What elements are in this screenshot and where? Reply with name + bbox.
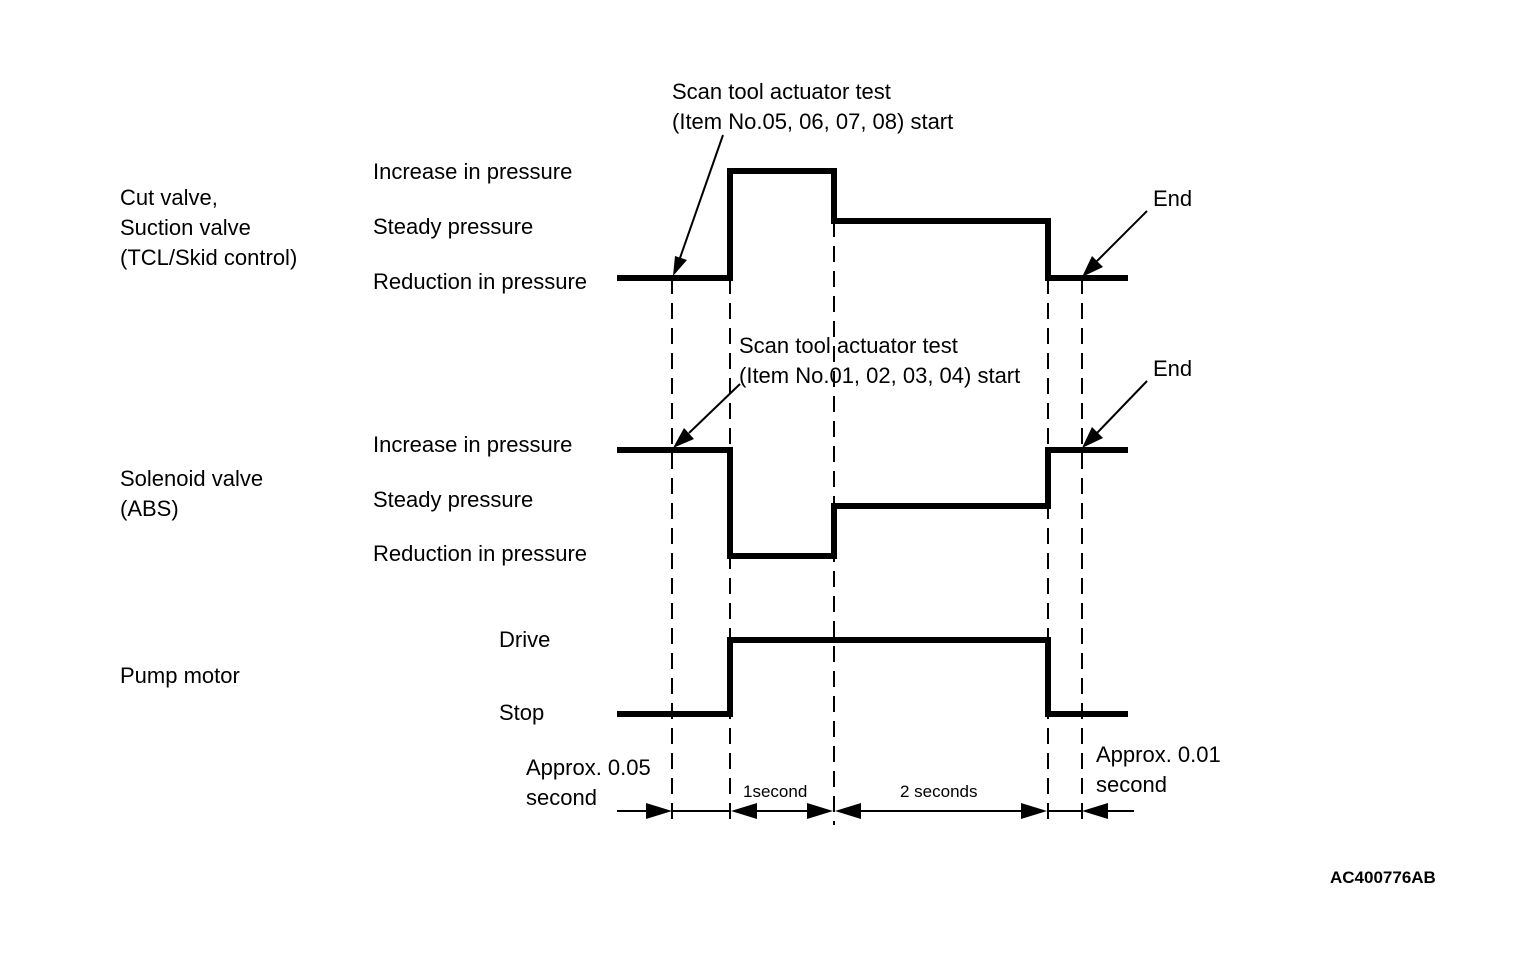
level-label-pump-stop: Stop bbox=[499, 700, 544, 725]
text-line: Approx. 0.01 bbox=[1096, 742, 1221, 767]
level-label-solenoid-reduction: Reduction in pressure bbox=[373, 541, 587, 566]
text-line: second bbox=[526, 785, 597, 810]
callout-start-2-arrow-head bbox=[673, 428, 694, 448]
callout-end-1-arrow-line bbox=[1096, 210, 1148, 262]
text-line: second bbox=[1096, 772, 1167, 797]
text-line: Cut valve, bbox=[120, 185, 218, 210]
timing-label-approx-start: Approx. 0.05 second bbox=[526, 755, 651, 810]
text-line: (Item No.05, 06, 07, 08) start bbox=[672, 109, 953, 134]
waveform-pump-motor bbox=[617, 637, 1128, 717]
callout-end-2-arrow-head bbox=[1082, 427, 1103, 448]
group-title-pump-motor: Pump motor bbox=[120, 663, 240, 688]
text-line: Scan tool actuator test bbox=[739, 333, 958, 358]
dimension-arrow-one-second-left bbox=[731, 803, 757, 819]
group-title-solenoid-valve: Solenoid valve (ABS) bbox=[120, 466, 263, 521]
level-label-solenoid-steady: Steady pressure bbox=[373, 487, 533, 512]
text-line: (Item No.01, 02, 03, 04) start bbox=[739, 363, 1020, 388]
callout-start-1-arrow-head bbox=[673, 256, 687, 276]
callout-end-1-arrow-head bbox=[1082, 256, 1103, 277]
level-label-pump-drive: Drive bbox=[499, 627, 550, 652]
callout-end-2: End bbox=[1153, 356, 1192, 381]
callout-start-1: Scan tool actuator test (Item No.05, 06, … bbox=[672, 79, 953, 134]
callout-start-1-arrow-line bbox=[679, 134, 724, 259]
callout-start-2-arrow-line bbox=[688, 383, 741, 434]
dimension-arrow-two-seconds-left bbox=[835, 803, 861, 819]
text-line: (TCL/Skid control) bbox=[120, 245, 297, 270]
text-line: Solenoid valve bbox=[120, 466, 263, 491]
level-label-cut-increase: Increase in pressure bbox=[373, 159, 572, 184]
text-line: (ABS) bbox=[120, 496, 179, 521]
timing-label-approx-end: Approx. 0.01 second bbox=[1096, 742, 1221, 797]
text-line: Scan tool actuator test bbox=[672, 79, 891, 104]
timing-label-two-seconds: 2 seconds bbox=[900, 782, 978, 801]
timing-label-one-second: 1second bbox=[743, 782, 807, 801]
callout-end-2-arrow-line bbox=[1096, 380, 1148, 434]
dimension-arrow-start bbox=[646, 803, 672, 819]
waveform-solenoid-valve bbox=[617, 447, 1128, 559]
text-line: Suction valve bbox=[120, 215, 251, 240]
callout-end-1: End bbox=[1153, 186, 1192, 211]
waveform-cut-suction-valve bbox=[617, 168, 1128, 281]
callout-start-2: Scan tool actuator test (Item No.01, 02, … bbox=[739, 333, 1020, 388]
dimension-arrow-one-second-right bbox=[807, 803, 833, 819]
level-label-cut-reduction: Reduction in pressure bbox=[373, 269, 587, 294]
level-label-cut-steady: Steady pressure bbox=[373, 214, 533, 239]
dimension-arrow-two-seconds-right bbox=[1021, 803, 1047, 819]
group-title-cut-suction-valve: Cut valve, Suction valve (TCL/Skid control… bbox=[120, 185, 297, 270]
text-line: Approx. 0.05 bbox=[526, 755, 651, 780]
figure-code: AC400776AB bbox=[1330, 868, 1436, 887]
dimension-arrow-end bbox=[1082, 803, 1108, 819]
level-label-solenoid-increase: Increase in pressure bbox=[373, 432, 572, 457]
